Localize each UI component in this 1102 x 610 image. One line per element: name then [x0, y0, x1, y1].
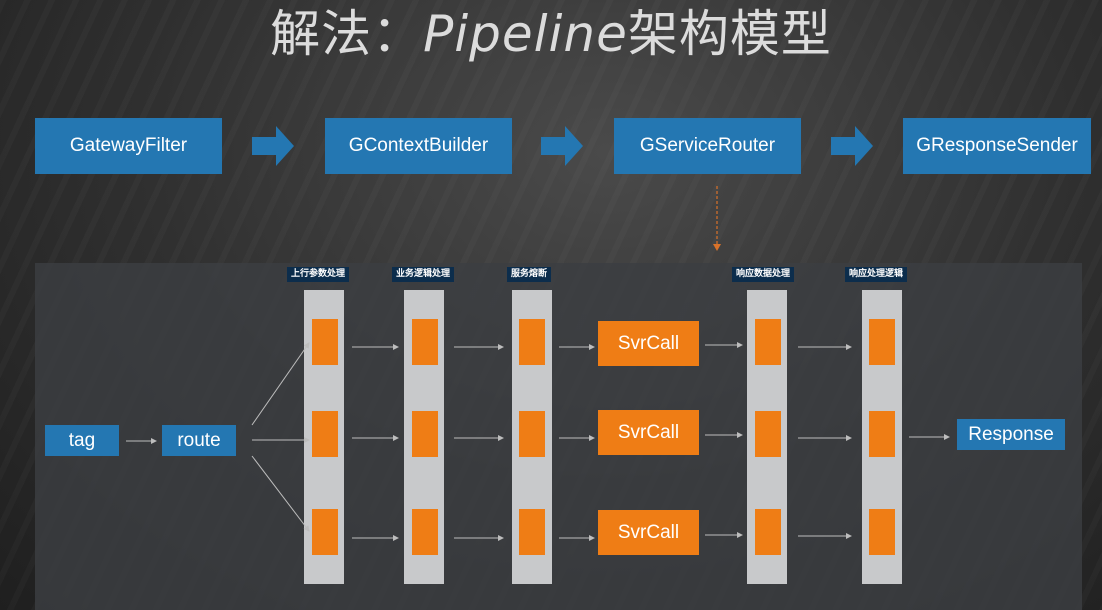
route-node: route: [162, 425, 236, 456]
response-node: Response: [957, 419, 1065, 450]
svrcall-box: SvrCall: [598, 510, 699, 555]
handler-box: [312, 319, 338, 365]
title-cn-left: 解法：: [270, 5, 424, 63]
handler-box: [519, 411, 545, 457]
handler-box: [312, 509, 338, 555]
stage-gateway-filter: GatewayFilter: [35, 118, 222, 174]
handler-box: [412, 509, 438, 555]
arrow-route-bottom: [251, 455, 310, 532]
handler-box: [869, 411, 895, 457]
handler-box: [412, 319, 438, 365]
svrcall-box: SvrCall: [598, 410, 699, 455]
stage-arrow-icon: [252, 126, 294, 166]
page-title: 解法：Pipeline架构模型: [0, 0, 1102, 66]
tag-node: tag: [45, 425, 119, 456]
handler-box: [412, 411, 438, 457]
stage-gresponse-sender: GResponseSender: [903, 118, 1091, 174]
column-label: 上行参数处理: [287, 267, 350, 282]
column-label: 响应处理逻辑: [845, 267, 908, 282]
stage-gcontext-builder: GContextBuilder: [325, 118, 512, 174]
handler-box: [519, 319, 545, 365]
title-cn-right: 架构模型: [627, 5, 832, 63]
handler-box: [519, 509, 545, 555]
handler-box: [755, 411, 781, 457]
handler-box: [755, 319, 781, 365]
title-en: Pipeline: [423, 5, 628, 63]
column-label: 业务逻辑处理: [392, 267, 455, 282]
arrow-route-top: [251, 342, 310, 426]
column-label: 服务熔断: [507, 267, 552, 282]
stage-gservice-router: GServiceRouter: [614, 118, 801, 174]
stage-arrow-icon: [831, 126, 873, 166]
column-label: 响应数据处理: [732, 267, 795, 282]
handler-box: [755, 509, 781, 555]
handler-box: [869, 509, 895, 555]
stage-arrow-icon: [541, 126, 583, 166]
svrcall-box: SvrCall: [598, 321, 699, 366]
handler-box: [869, 319, 895, 365]
handler-box: [312, 411, 338, 457]
